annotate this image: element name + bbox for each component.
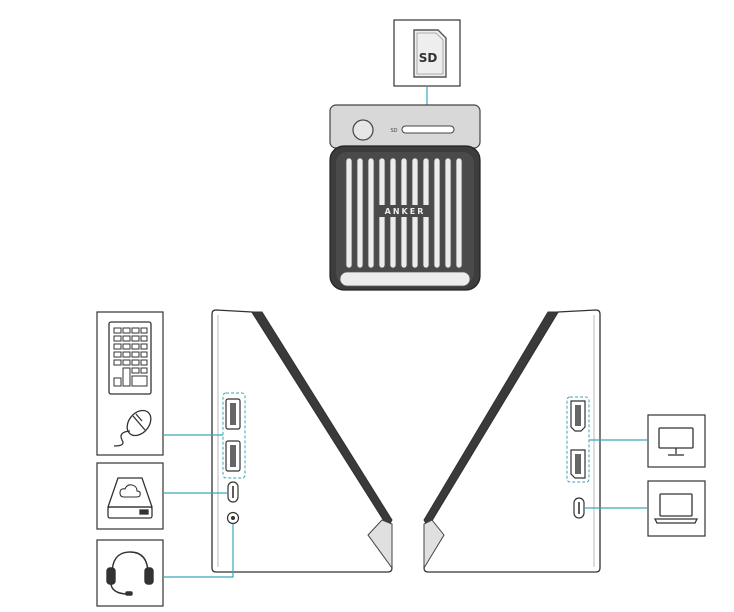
external-drive-box bbox=[96, 462, 164, 530]
dock-left-side-view bbox=[211, 309, 393, 573]
laptop-box bbox=[647, 480, 706, 537]
dock-front-view: SD ANKER bbox=[329, 104, 481, 291]
mouse-icon bbox=[113, 409, 152, 447]
connector-lines bbox=[163, 434, 648, 578]
sd-card-label: SD bbox=[419, 51, 438, 65]
power-button bbox=[352, 119, 374, 141]
usb-a-ports-highlight bbox=[222, 392, 246, 479]
headset-connector bbox=[163, 524, 234, 578]
dock-right-side-view bbox=[423, 309, 601, 573]
cooling-fins bbox=[345, 157, 463, 269]
external-drive-icon bbox=[107, 477, 153, 519]
monitor-box bbox=[647, 414, 706, 468]
sd-card-box: SD bbox=[393, 19, 461, 87]
sd-slot bbox=[401, 125, 455, 134]
sd-slot-label: SD bbox=[390, 128, 397, 134]
headset-icon bbox=[106, 551, 154, 596]
sd-card-icon: SD bbox=[413, 29, 447, 78]
monitor-icon bbox=[658, 427, 694, 456]
keyboard-icon bbox=[108, 321, 152, 395]
keyboard-mouse-box bbox=[96, 311, 164, 456]
headset-box bbox=[96, 539, 164, 607]
laptop-icon bbox=[653, 493, 699, 524]
brand-logo: ANKER bbox=[385, 207, 426, 216]
